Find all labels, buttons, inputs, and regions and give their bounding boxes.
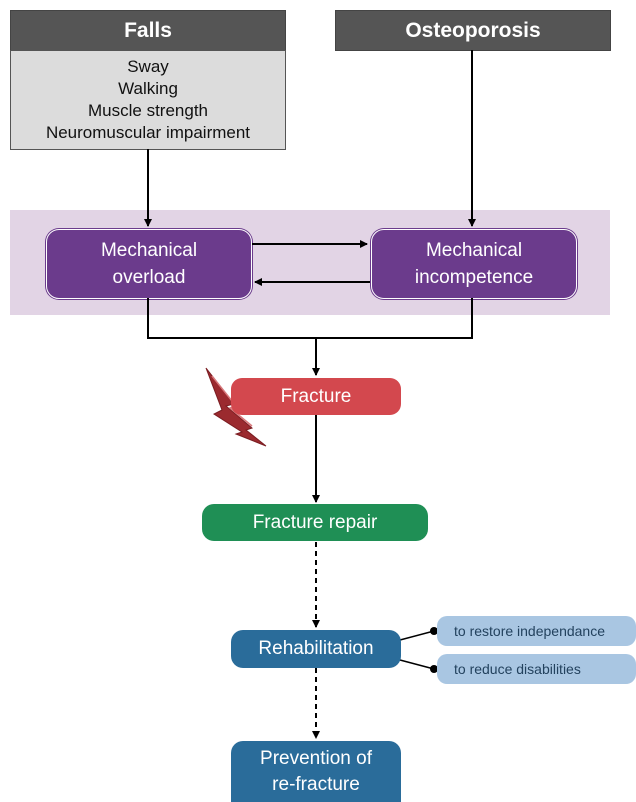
- connector-dot: [430, 627, 438, 635]
- mechanical-incompetence-node: Mechanical incompetence: [371, 229, 577, 299]
- falls-title: Falls: [124, 18, 172, 42]
- fracture-repair-label: Fracture repair: [252, 511, 378, 533]
- falls-factor: Sway: [127, 57, 169, 76]
- falls-factor: Muscle strength: [88, 101, 208, 120]
- falls-factor: Neuromuscular impairment: [45, 123, 251, 142]
- prevention-node: Prevention of re-fracture: [231, 741, 401, 802]
- osteoporosis-title: Osteoporosis: [405, 18, 541, 42]
- rehabilitation-node: Rehabilitation: [231, 630, 401, 668]
- mechanical-incompetence-line1: Mechanical: [425, 240, 523, 261]
- falls-header: Falls: [10, 10, 286, 51]
- fracture-node: Fracture: [231, 378, 401, 415]
- osteoporosis-header: Osteoporosis: [335, 10, 611, 51]
- mechanical-overload-node: Mechanical overload: [46, 229, 252, 299]
- connector-goal-1: [399, 630, 435, 641]
- falls-factor: Walking: [118, 79, 178, 98]
- mechanical-overload-line2: overload: [112, 267, 186, 288]
- goal-label: to reduce disabilities: [454, 661, 581, 677]
- rehabilitation-label: Rehabilitation: [258, 638, 374, 659]
- connector-dot: [430, 665, 438, 673]
- prevention-line1: Prevention of: [260, 747, 372, 769]
- mechanical-incompetence-line2: incompetence: [414, 267, 534, 288]
- goal-restore-independence: to restore independance: [437, 616, 636, 646]
- merge-bracket: [147, 298, 473, 339]
- fracture-label: Fracture: [280, 385, 352, 407]
- mechanical-overload-line1: Mechanical: [100, 240, 198, 261]
- prevention-line2: re-fracture: [272, 773, 360, 795]
- fracture-repair-node: Fracture repair: [202, 504, 428, 541]
- goal-reduce-disabilities: to reduce disabilities: [437, 654, 636, 684]
- connector-goal-2: [399, 659, 435, 670]
- falls-factors-box: Sway Walking Muscle strength Neuromuscul…: [10, 50, 286, 150]
- goal-label: to restore independance: [454, 623, 605, 639]
